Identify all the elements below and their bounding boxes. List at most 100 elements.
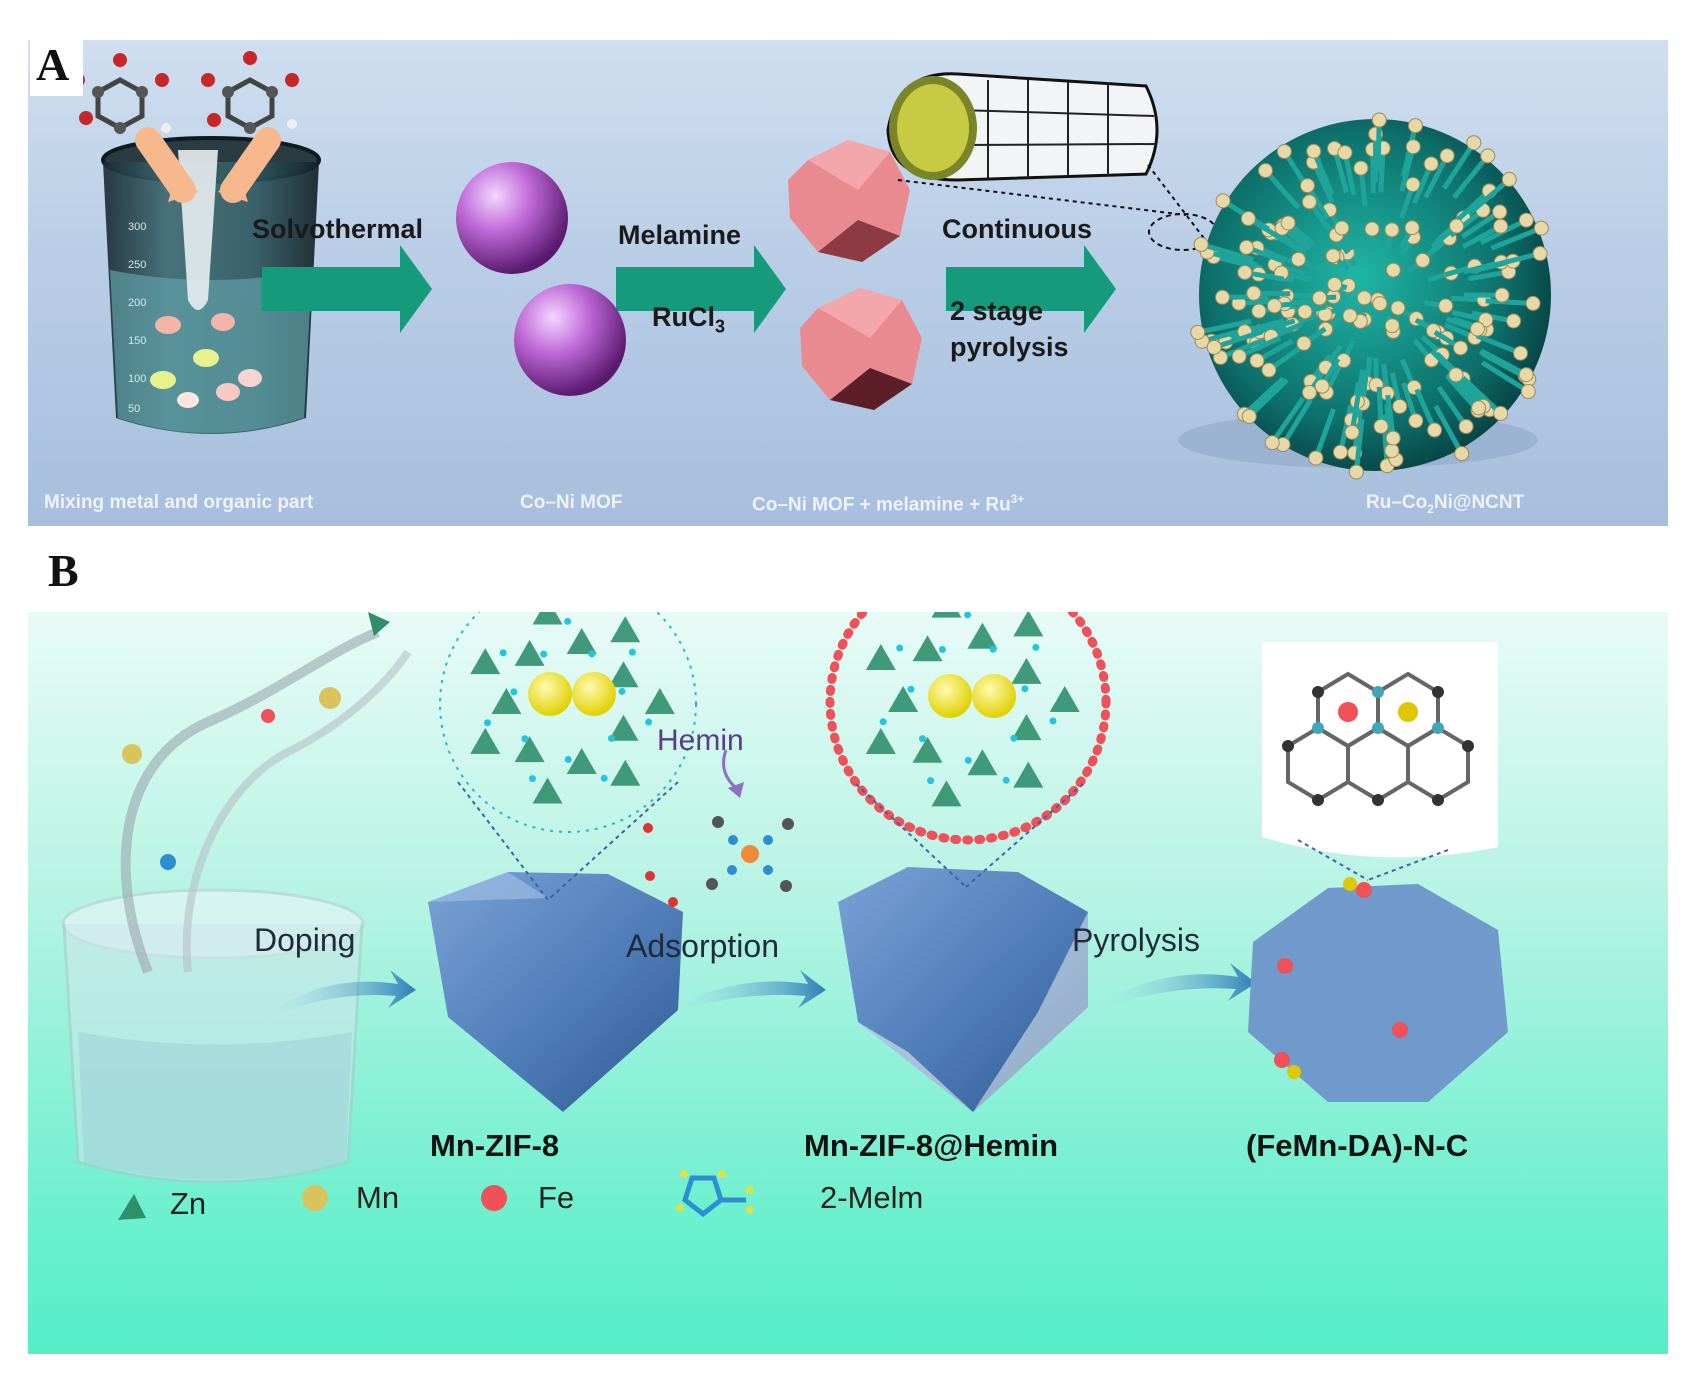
name-mn-zif8: Mn-ZIF-8 bbox=[430, 1128, 560, 1163]
zn-tetrahedron bbox=[967, 749, 998, 776]
metal-nanoparticle bbox=[1344, 424, 1360, 440]
metal-nanoparticle bbox=[1353, 160, 1369, 176]
zif-framework bbox=[470, 612, 675, 804]
metal-nanoparticle bbox=[1266, 298, 1282, 314]
metal-nanoparticle bbox=[1280, 215, 1296, 231]
metal-nanoparticle bbox=[1449, 218, 1465, 234]
linker-atom bbox=[510, 688, 518, 696]
metal-nanoparticle bbox=[1466, 135, 1482, 151]
nanotube-strand bbox=[1475, 333, 1522, 356]
metal-nanoparticle bbox=[1533, 220, 1549, 236]
femn-nc-particle-icon bbox=[1248, 877, 1508, 1102]
metal-nanoparticle bbox=[1525, 295, 1541, 311]
metal-nanoparticle bbox=[1348, 464, 1364, 480]
metal-nanoparticle bbox=[1390, 300, 1406, 316]
caption-product-end: Ni@NCNT bbox=[1433, 492, 1525, 513]
zn-tetrahedron bbox=[931, 612, 962, 618]
linker-atom bbox=[600, 774, 608, 782]
metal-nanoparticle bbox=[1469, 321, 1485, 337]
zif-framework bbox=[865, 612, 1080, 807]
metal-nanoparticle bbox=[1296, 335, 1312, 351]
zn-tetrahedron bbox=[912, 736, 943, 763]
ncnt-particle-icon bbox=[1178, 112, 1551, 480]
metal-nanoparticle bbox=[1240, 211, 1256, 227]
metal-nanoparticle bbox=[1327, 277, 1343, 293]
step-rucl3: RuCl3 bbox=[652, 302, 725, 337]
metal-nanoparticle bbox=[1518, 367, 1534, 383]
step-adsorption: Adsorption bbox=[626, 928, 779, 964]
step-solvothermal: Solvothermal bbox=[252, 214, 424, 244]
metal-nanoparticle bbox=[1337, 145, 1353, 161]
caption-mixing: Mixing metal and organic part bbox=[44, 492, 314, 513]
zn-tetrahedron bbox=[566, 627, 597, 654]
nanotube-strand bbox=[1453, 189, 1492, 224]
linker-atom bbox=[521, 735, 529, 743]
svg-text:300: 300 bbox=[128, 221, 146, 233]
caption-product-base: Ru–Co bbox=[1366, 492, 1428, 513]
metal-nanoparticle bbox=[1518, 212, 1534, 228]
nanotube-strand bbox=[1206, 249, 1259, 268]
nanotube-strand bbox=[1436, 385, 1469, 428]
linker-atom bbox=[1049, 717, 1057, 725]
metal-nanoparticle bbox=[1308, 450, 1324, 466]
zif-hemin-cage-icon bbox=[825, 612, 1111, 888]
step-continuous: Continuous bbox=[942, 214, 1092, 244]
metal-nanoparticle bbox=[1193, 236, 1209, 252]
mn-zif8-hemin-crystal-icon bbox=[838, 867, 1088, 1112]
zn-tetrahedron bbox=[1011, 657, 1042, 684]
nanotube-strand bbox=[1332, 147, 1350, 194]
linker-atom bbox=[564, 617, 572, 625]
metal-nanoparticle bbox=[1371, 112, 1387, 128]
metal-nanoparticle bbox=[1532, 246, 1548, 262]
hemin-molecule-icon bbox=[643, 749, 794, 907]
nanotube-strand bbox=[1375, 119, 1382, 173]
nanotube-strand bbox=[1485, 298, 1534, 306]
zn-tetrahedron bbox=[865, 727, 896, 754]
polyhedron-icon bbox=[788, 140, 922, 410]
metal-nanoparticle bbox=[1251, 303, 1267, 319]
metal-nanoparticle bbox=[1332, 444, 1348, 460]
nanotube-strand bbox=[1451, 154, 1490, 200]
arrow-continuous bbox=[946, 245, 1116, 333]
zn-tetrahedron bbox=[608, 714, 639, 741]
zn-tetrahedron bbox=[470, 727, 501, 754]
metal-nanoparticle bbox=[1290, 251, 1306, 267]
zn-tetrahedron bbox=[912, 635, 943, 662]
linker-atom bbox=[927, 777, 935, 785]
linker-atom bbox=[588, 650, 596, 658]
metal-nanoparticle bbox=[1276, 144, 1292, 160]
svg-text:50: 50 bbox=[128, 403, 140, 415]
caption-product-sub: 2 bbox=[1427, 501, 1434, 516]
zif-cage-icon bbox=[439, 612, 697, 901]
linker-atom bbox=[918, 735, 926, 743]
step-stage-line1: 2 stage bbox=[950, 296, 1044, 326]
metal-nanoparticle bbox=[1405, 139, 1421, 155]
nanotube-icon bbox=[886, 72, 1218, 251]
arrow-melamine bbox=[616, 245, 786, 333]
panel-b: Hemin Doping Adsorption Pyrolysis Mn-ZIF… bbox=[28, 612, 1668, 1354]
metal-nanoparticle bbox=[1246, 285, 1262, 301]
linker-atom bbox=[964, 612, 972, 619]
zn-tetrahedron bbox=[967, 622, 998, 649]
metal-nanoparticle bbox=[1407, 118, 1423, 134]
metal-nanoparticle bbox=[1513, 345, 1529, 361]
metal-nanoparticle bbox=[1480, 148, 1496, 164]
arrow-doping bbox=[258, 970, 416, 1022]
metal-nanoparticle bbox=[1373, 418, 1389, 434]
metal-nanoparticle bbox=[1392, 398, 1408, 414]
caption-mof-mix-sup: 3+ bbox=[1010, 492, 1025, 506]
metal-nanoparticle bbox=[1439, 148, 1455, 164]
linker-atom bbox=[907, 685, 915, 693]
metal-nanoparticle bbox=[1306, 143, 1322, 159]
arrow-solvothermal bbox=[262, 245, 432, 333]
mn-zif8-crystal-icon bbox=[428, 872, 683, 1112]
step-melamine: Melamine bbox=[618, 220, 742, 250]
legend-fe: Fe bbox=[538, 1180, 575, 1215]
linker-atom bbox=[628, 648, 636, 656]
caption-mof-mix: Co–Ni MOF + melamine + Ru3+ bbox=[752, 492, 1024, 516]
linker-atom bbox=[938, 645, 946, 653]
metal-nanoparticle bbox=[1415, 252, 1431, 268]
metal-nanoparticle bbox=[1471, 400, 1487, 416]
metal-nanoparticle bbox=[1241, 408, 1257, 424]
